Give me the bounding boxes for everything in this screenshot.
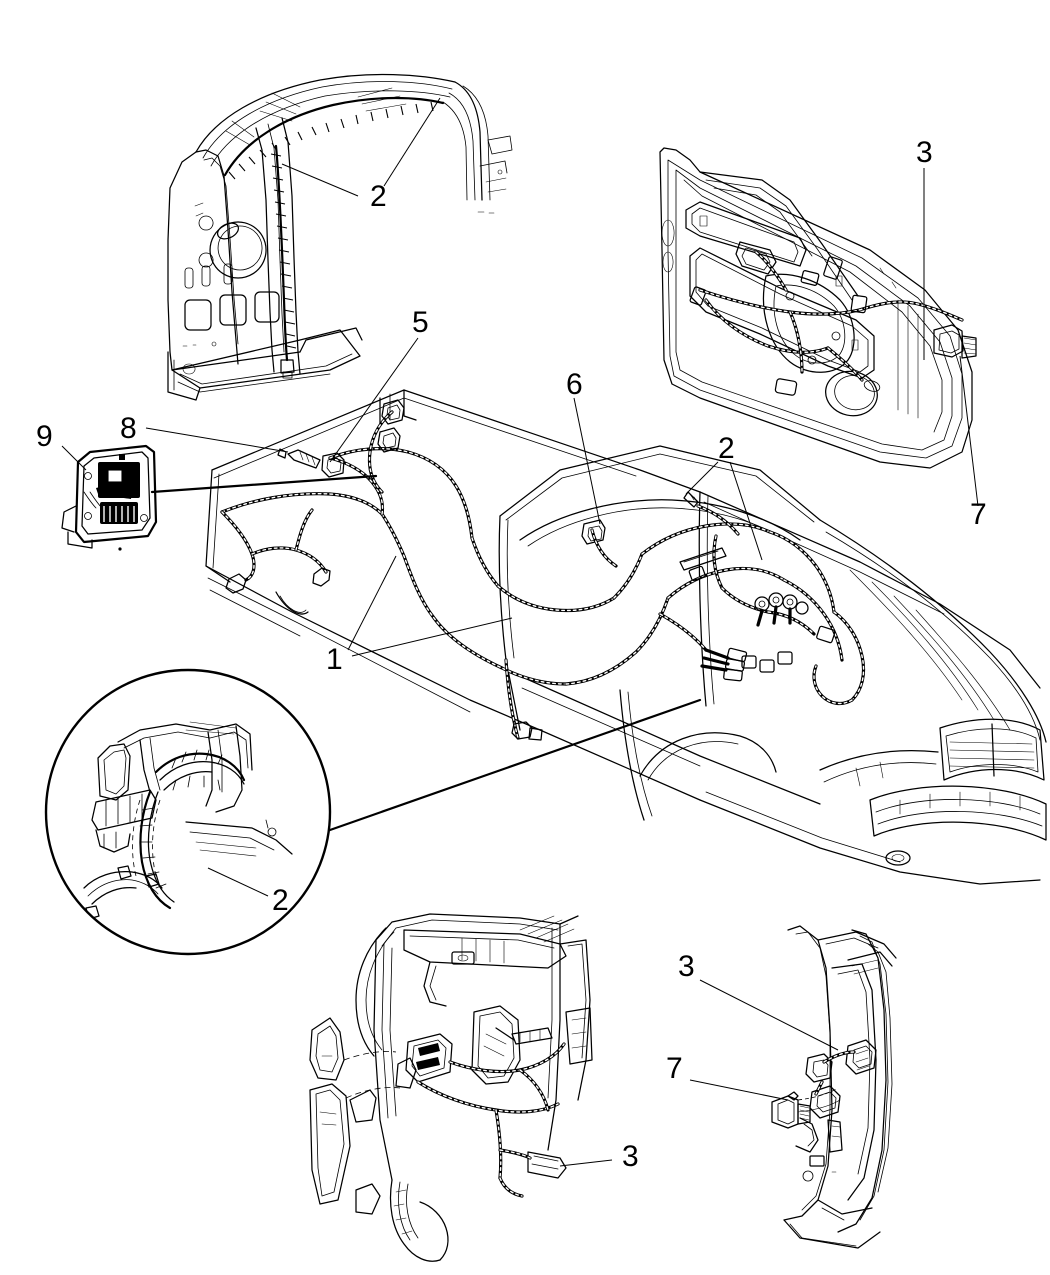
circular-detail-view [44, 668, 332, 956]
leader-6 [573, 397, 601, 525]
junction-block-view [61, 444, 158, 551]
leader-3-pillar [699, 979, 839, 1051]
front-door-view [659, 147, 977, 469]
leader-1-a [347, 555, 397, 651]
callout-3-ip-lower: 3 [622, 1140, 639, 1173]
leader-2-roof [383, 97, 441, 187]
leader-9 [61, 445, 87, 471]
callout-7-pillar: 7 [666, 1052, 683, 1085]
leader-1-circle [328, 698, 702, 832]
callout-1-body: 1 [326, 643, 343, 676]
leader-5 [329, 337, 419, 463]
instrument-panel-view [309, 913, 593, 1262]
callout-2-detail: 2 [272, 884, 289, 917]
leader-7-door [959, 355, 979, 507]
screw-fastener [277, 448, 321, 469]
leader-7-pillar [689, 1079, 789, 1101]
truck-body-view [205, 389, 1047, 885]
leader-9-ext [150, 474, 378, 494]
callout-3-door: 3 [916, 136, 933, 169]
leader-2-roof-b [281, 163, 359, 197]
leader-8 [145, 427, 289, 453]
callout-6-cab-rear: 6 [566, 368, 583, 401]
bolt-fastener [771, 1091, 811, 1129]
callout-5-cab: 5 [412, 306, 429, 339]
b-pillar-roof-view [167, 73, 513, 401]
leader-3-ip-lower [559, 1159, 613, 1167]
callout-7-door-bolt: 7 [970, 498, 987, 531]
leader-1-b [351, 617, 513, 657]
callout-2-engine: 2 [718, 432, 735, 465]
callout-2-roof: 2 [370, 180, 387, 213]
callout-9-module: 9 [36, 420, 53, 453]
door-pillar-view [771, 925, 897, 1249]
callout-8-screw: 8 [120, 412, 137, 445]
leader-2-engine-b [729, 461, 763, 561]
leader-2-engine-a [685, 461, 719, 495]
leader-lines [61, 97, 979, 1167]
callout-3-ip-detail: 3 [678, 950, 695, 983]
